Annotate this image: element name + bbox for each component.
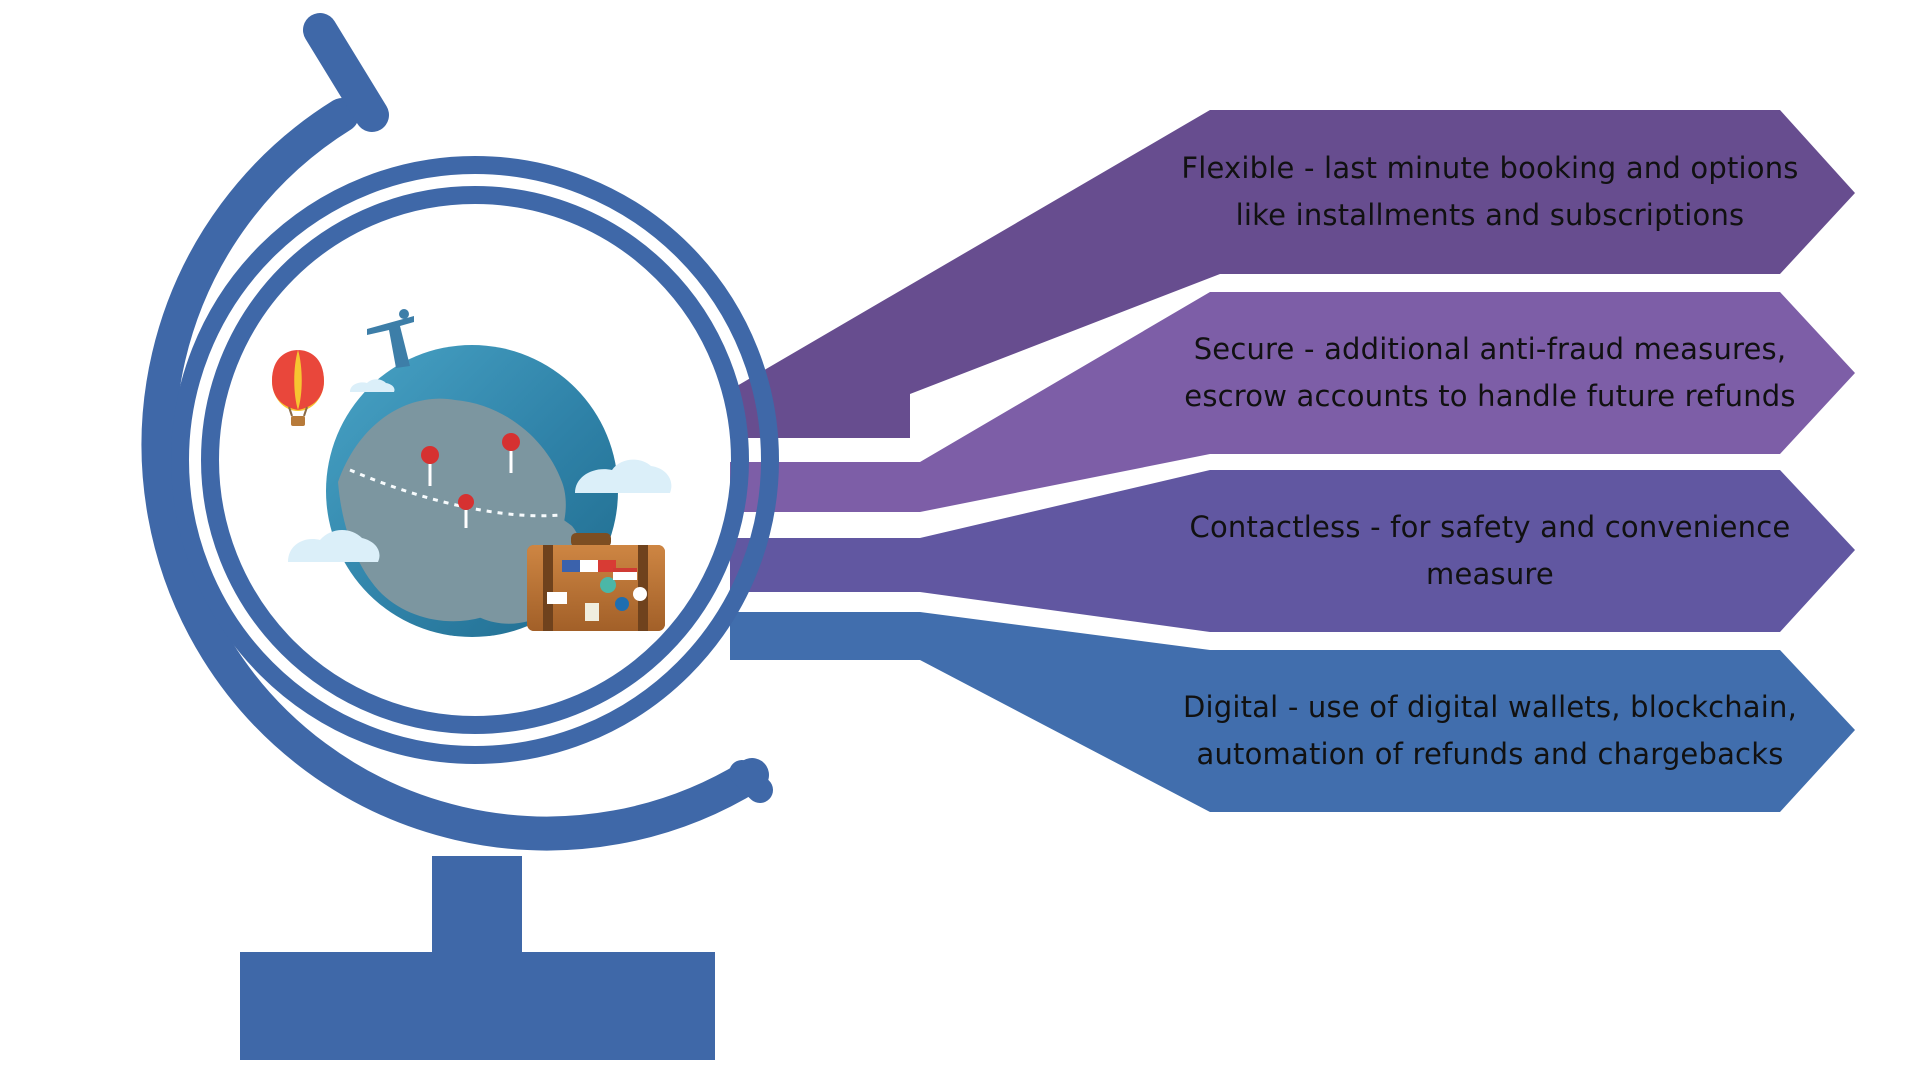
band-digital: [730, 612, 1855, 812]
globe-stand-icon: [141, 13, 779, 1060]
item-secure: Secure - additional anti-fraud measures,…: [1170, 295, 1810, 451]
item-secure-text: Secure - additional anti-fraud measures,…: [1184, 332, 1796, 413]
item-digital-text: Digital - use of digital wallets, blockc…: [1182, 690, 1798, 771]
map-pin-icon: [421, 446, 439, 486]
item-flexible: Flexible - last minute booking and optio…: [1170, 113, 1810, 271]
hot-air-balloon-icon: [272, 350, 324, 426]
band-contactless: [730, 470, 1855, 632]
earth-icon: [326, 345, 618, 637]
item-contactless-text: Contactless - for safety and convenience…: [1189, 510, 1791, 591]
map-pin-icon: [502, 433, 520, 473]
item-digital: Digital - use of digital wallets, blockc…: [1170, 653, 1810, 809]
christ-statue-icon: [367, 309, 414, 368]
map-pin-icon: [458, 494, 474, 528]
suitcase-icon: [527, 533, 665, 631]
cloud-icon: [350, 379, 395, 392]
item-flexible-text: Flexible - last minute booking and optio…: [1181, 151, 1799, 232]
cloud-icon: [288, 529, 380, 562]
band-secure: [730, 292, 1855, 512]
item-contactless: Contactless - for safety and convenience…: [1170, 473, 1810, 629]
band-flexible: [730, 110, 1855, 438]
cloud-icon: [575, 459, 672, 493]
